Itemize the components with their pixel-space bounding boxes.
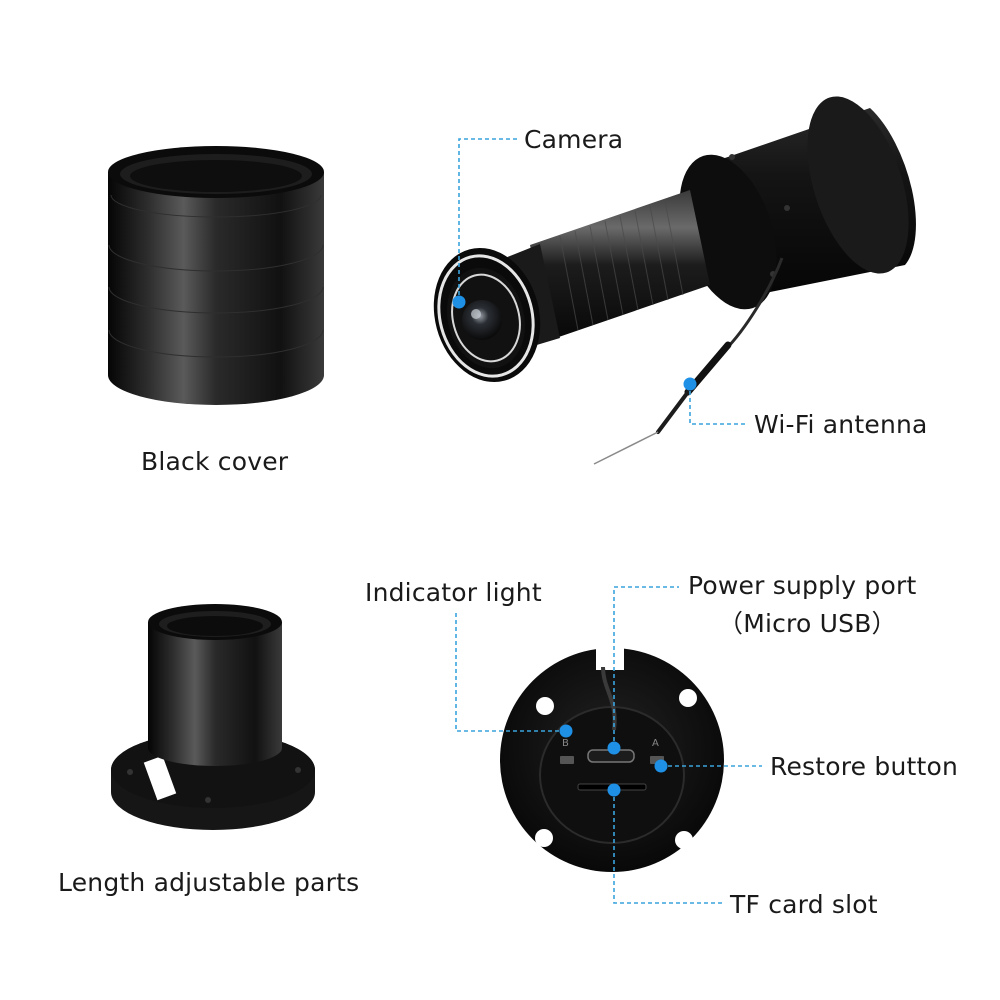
callout-dots [452, 295, 697, 797]
wifi-antenna-label: Wi-Fi antenna [754, 410, 928, 439]
svg-text:B: B [562, 738, 569, 749]
lens-icon [462, 300, 502, 340]
peephole-camera-product [433, 96, 916, 465]
length-adjustable-part-product [111, 604, 315, 830]
restore-button-label: Restore button [770, 752, 959, 781]
camera-label: Camera [524, 125, 624, 154]
black-cover-product [108, 146, 324, 405]
indicator-light-label: Indicator light [365, 578, 542, 607]
back-plate-product: B A [500, 640, 724, 872]
callout-lines [455, 138, 762, 904]
power-port-label: Power supply port [688, 571, 917, 600]
length-adjustable-label: Length adjustable parts [58, 868, 360, 897]
led-icon [560, 756, 574, 764]
power-port-sublabel: （Micro USB） [718, 609, 897, 638]
tf-card-slot-label: TF card slot [730, 890, 878, 919]
black-cover-label: Black cover [141, 447, 289, 476]
svg-text:A: A [652, 738, 659, 749]
